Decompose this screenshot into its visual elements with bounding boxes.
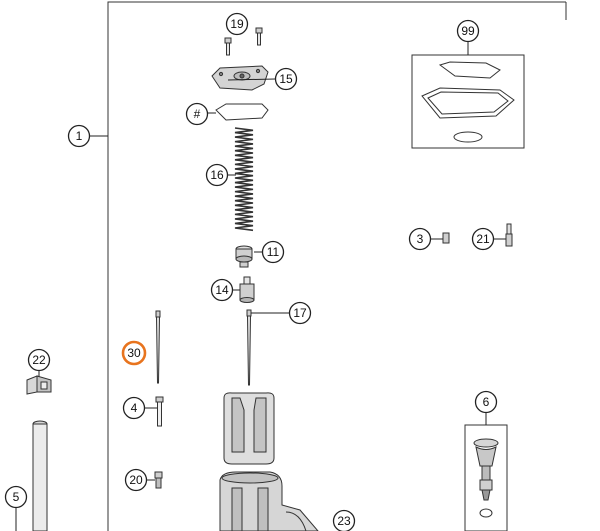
jet-part-20: [154, 471, 163, 489]
needle-part-17: [246, 309, 252, 386]
callout-16[interactable]: 16: [205, 163, 229, 187]
leader-lines: [15, 42, 506, 531]
svg-text:6: 6: [483, 395, 490, 409]
svg-text:14: 14: [215, 283, 229, 297]
callout-15[interactable]: 15: [274, 67, 298, 91]
svg-text:16: 16: [210, 168, 224, 182]
svg-text:22: 22: [32, 353, 46, 367]
svg-text:11: 11: [267, 245, 280, 259]
carburetor-body-part-23: [219, 471, 319, 531]
svg-text:4: 4: [131, 401, 138, 415]
spring-coil: [234, 127, 254, 232]
callout-99[interactable]: 99: [456, 19, 480, 43]
callout-21[interactable]: 21: [471, 227, 495, 251]
callout-19[interactable]: 19: [225, 12, 249, 36]
cover-part-15: [211, 65, 269, 91]
svg-text:5: 5: [13, 490, 20, 504]
callout-5[interactable]: 5: [4, 485, 28, 509]
svg-text:17: 17: [293, 306, 307, 320]
assembly-frame: [107, 1, 567, 531]
svg-text:3: 3: [417, 232, 424, 246]
svg-text:15: 15: [279, 72, 293, 86]
svg-text:20: 20: [129, 473, 143, 487]
seal-part-11: [235, 245, 253, 268]
callout-20[interactable]: 20: [124, 468, 148, 492]
callout-22[interactable]: 22: [27, 348, 51, 372]
valve-kit-part-6: [464, 424, 508, 531]
callout-30-highlighted[interactable]: 30: [121, 340, 147, 366]
svg-text:99: 99: [461, 24, 475, 38]
hose-part-5: [32, 420, 48, 531]
clip-part-22: [26, 375, 52, 395]
callout-4[interactable]: 4: [122, 396, 146, 420]
screw-part-19: [224, 27, 263, 56]
svg-text:23: 23: [337, 514, 351, 528]
callout-1[interactable]: 1: [67, 124, 91, 148]
svg-text:#: #: [194, 107, 201, 121]
gasket-kit-part-99: [411, 54, 525, 149]
spring-part-16: [234, 127, 254, 232]
holder-part-14: [239, 276, 255, 303]
svg-text:1: 1: [76, 129, 83, 143]
jet-part-4: [155, 396, 164, 427]
screw-part-21: [505, 223, 513, 247]
gasket-part: [215, 103, 269, 121]
svg-text:21: 21: [476, 232, 490, 246]
jet-part-3: [442, 232, 450, 244]
callout-3[interactable]: 3: [408, 227, 432, 251]
needle-part-30: [155, 310, 161, 384]
callout-23[interactable]: 23: [332, 509, 356, 531]
svg-text:19: 19: [230, 17, 244, 31]
callout-17[interactable]: 17: [288, 301, 312, 325]
svg-text:30: 30: [127, 346, 141, 360]
callout-14[interactable]: 14: [210, 278, 234, 302]
callout-6[interactable]: 6: [474, 390, 498, 414]
slide-valve-part: [223, 392, 275, 465]
callout-11[interactable]: 11: [261, 240, 285, 264]
callout-hash[interactable]: #: [185, 102, 209, 126]
